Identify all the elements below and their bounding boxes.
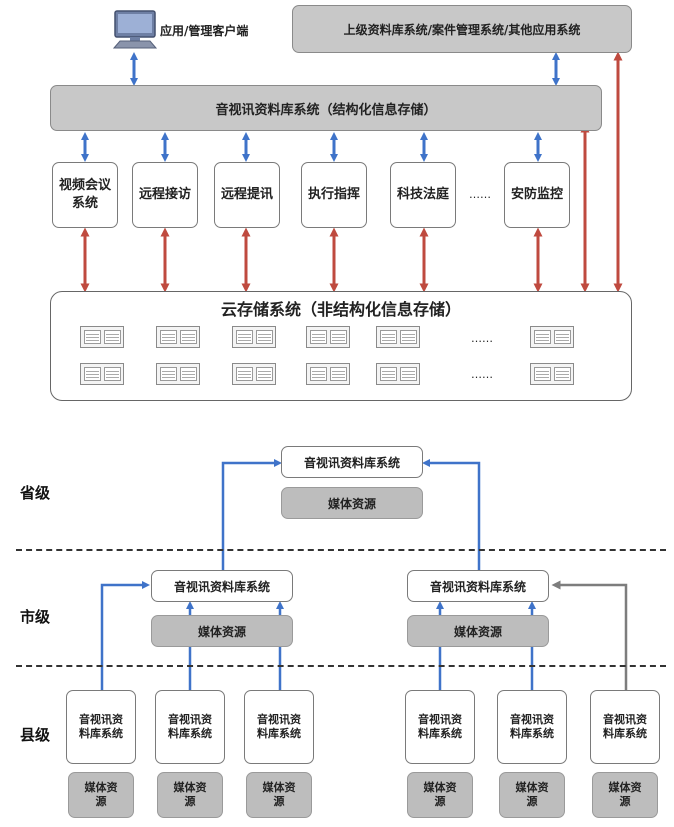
cloud-ellipsis-1: …… bbox=[471, 332, 493, 345]
city-media-right: 媒体资源 bbox=[407, 615, 549, 647]
storage-node-icon bbox=[232, 326, 276, 348]
cloud-storage-title: 云存储系统（非结构化信息存储） bbox=[220, 300, 461, 319]
county-media-label: 媒体资源 bbox=[608, 781, 642, 808]
county-media-label: 媒体资源 bbox=[84, 781, 118, 808]
county-media-2: 媒体资源 bbox=[157, 772, 223, 818]
county-media-1: 媒体资源 bbox=[68, 772, 134, 818]
county-media-label: 媒体资源 bbox=[515, 781, 549, 808]
province-system-box: 音视讯资料库系统 bbox=[281, 446, 423, 478]
county-system-label: 音视讯资料库系统 bbox=[257, 713, 301, 740]
upper-system-box: 上级资料库系统/案件管理系统/其他应用系统 bbox=[292, 5, 632, 53]
county-media-5: 媒体资源 bbox=[499, 772, 565, 818]
level-divider-2 bbox=[16, 665, 666, 667]
county-system-label: 音视讯资料库系统 bbox=[79, 713, 123, 740]
app-label: 远程接访 bbox=[139, 187, 192, 202]
city-system-right: 音视讯资料库系统 bbox=[407, 570, 549, 602]
county-media-6: 媒体资源 bbox=[592, 772, 658, 818]
level-label-county: 县级 bbox=[20, 726, 51, 744]
client-label: 应用/管理客户端 bbox=[160, 23, 249, 38]
app-label: 远程提讯 bbox=[221, 187, 274, 202]
level-divider-1 bbox=[16, 549, 666, 551]
storage-node-icon bbox=[80, 326, 124, 348]
county-system-label: 音视讯资料库系统 bbox=[603, 713, 647, 740]
county-system-5: 音视讯资料库系统 bbox=[497, 690, 567, 764]
app-label: 执行指挥 bbox=[308, 187, 361, 202]
county-system-4: 音视讯资料库系统 bbox=[405, 690, 475, 764]
storage-node-icon bbox=[530, 326, 574, 348]
county-system-label: 音视讯资料库系统 bbox=[168, 713, 212, 740]
city-system-left: 音视讯资料库系统 bbox=[151, 570, 293, 602]
county-media-label: 媒体资源 bbox=[262, 781, 296, 808]
arrow-county1-city bbox=[100, 581, 150, 690]
city-media-left: 媒体资源 bbox=[151, 615, 293, 647]
county-media-label: 媒体资源 bbox=[173, 781, 207, 808]
storage-node-icon bbox=[232, 363, 276, 385]
storage-node-icon bbox=[156, 363, 200, 385]
storage-node-icon bbox=[306, 363, 350, 385]
county-system-6: 音视讯资料库系统 bbox=[590, 690, 660, 764]
app-security-monitor: 安防监控 bbox=[504, 162, 570, 228]
app-tech-court: 科技法庭 bbox=[390, 162, 456, 228]
storage-node-icon bbox=[80, 363, 124, 385]
level-label-city: 市级 bbox=[20, 608, 51, 626]
app-label: 安防监控 bbox=[511, 187, 564, 202]
app-remote-visit: 远程接访 bbox=[132, 162, 198, 228]
province-media-box: 媒体资源 bbox=[281, 487, 423, 519]
arrow-city-right-province bbox=[422, 459, 481, 570]
storage-node-icon bbox=[156, 326, 200, 348]
county-media-label: 媒体资源 bbox=[423, 781, 457, 808]
storage-node-icon bbox=[376, 326, 420, 348]
arrow-county6-city bbox=[551, 580, 628, 690]
app-label: 科技法庭 bbox=[397, 187, 450, 202]
app-label: 视频会议系统 bbox=[59, 178, 112, 211]
storage-node-icon bbox=[306, 326, 350, 348]
app-video-conference: 视频会议系统 bbox=[52, 162, 118, 228]
cloud-ellipsis-2: …… bbox=[471, 368, 493, 381]
county-system-label: 音视讯资料库系统 bbox=[510, 713, 554, 740]
county-media-3: 媒体资源 bbox=[246, 772, 312, 818]
storage-node-icon bbox=[530, 363, 574, 385]
county-media-4: 媒体资源 bbox=[407, 772, 473, 818]
county-system-3: 音视讯资料库系统 bbox=[244, 690, 314, 764]
county-system-label: 音视讯资料库系统 bbox=[418, 713, 462, 740]
apps-ellipsis: …… bbox=[469, 188, 491, 201]
monitor-icon bbox=[112, 10, 158, 52]
app-remote-interrogation: 远程提讯 bbox=[214, 162, 280, 228]
arrow-city-left-province bbox=[221, 459, 282, 570]
county-system-2: 音视讯资料库系统 bbox=[155, 690, 225, 764]
storage-node-icon bbox=[376, 363, 420, 385]
county-system-1: 音视讯资料库系统 bbox=[66, 690, 136, 764]
app-command: 执行指挥 bbox=[301, 162, 367, 228]
av-library-box: 音视讯资料库系统（结构化信息存储） bbox=[50, 85, 602, 131]
level-label-province: 省级 bbox=[20, 484, 51, 502]
